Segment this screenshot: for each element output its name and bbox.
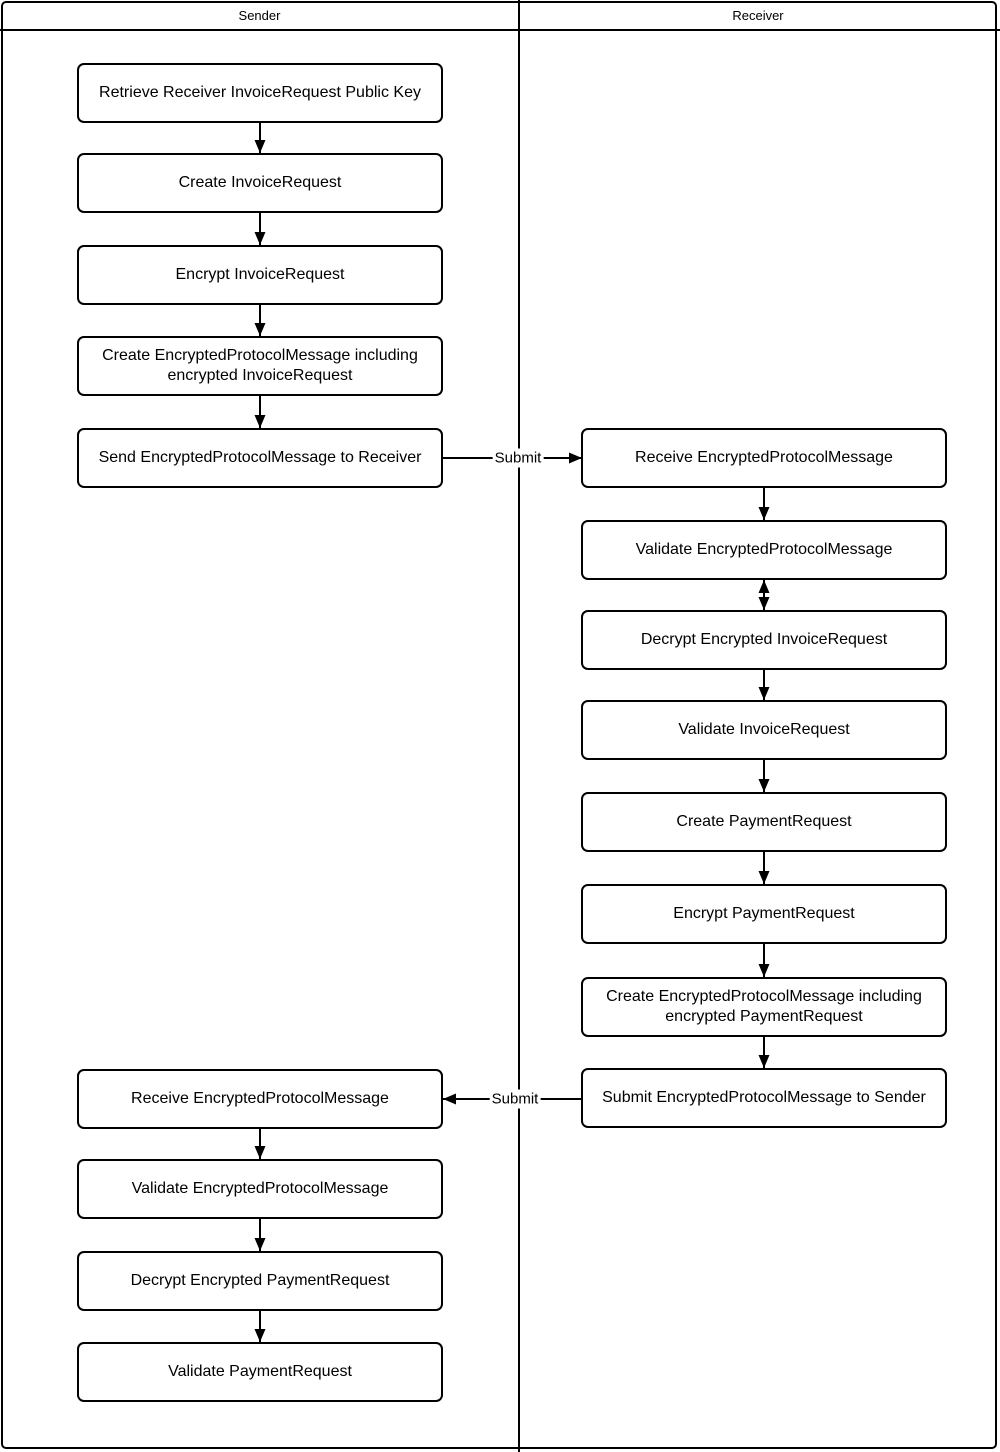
lane-divider (518, 0, 520, 1452)
node-validate-invoicerequest: Validate InvoiceRequest (581, 700, 947, 760)
node-retrieve-receiver-invoicerequest-public-key: Retrieve Receiver InvoiceRequest Public … (77, 63, 443, 123)
lane-header-receiver: Receiver (732, 7, 784, 23)
node-receive-encryptedprotocolmessage-receiver: Receive EncryptedProtocolMessage (581, 428, 947, 488)
node-validate-encryptedprotocolmessage-receiver: Validate EncryptedProtocolMessage (581, 520, 947, 580)
node-receive-encryptedprotocolmessage-sender: Receive EncryptedProtocolMessage (77, 1069, 443, 1129)
node-send-encryptedprotocolmessage-to-receiver: Send EncryptedProtocolMessage to Receive… (77, 428, 443, 488)
node-validate-paymentrequest: Validate PaymentRequest (77, 1342, 443, 1402)
node-validate-encryptedprotocolmessage-sender: Validate EncryptedProtocolMessage (77, 1159, 443, 1219)
node-create-encryptedprotocolmessage-invoicerequest: Create EncryptedProtocolMessage includin… (77, 336, 443, 396)
submit-edge-label-to-sender: Submit (489, 1089, 541, 1109)
lane-header-separator (0, 29, 1000, 31)
node-decrypt-encrypted-paymentrequest: Decrypt Encrypted PaymentRequest (77, 1251, 443, 1311)
node-encrypt-paymentrequest: Encrypt PaymentRequest (581, 884, 947, 944)
submit-edge-label-to-receiver: Submit (492, 448, 544, 468)
node-decrypt-encrypted-invoicerequest: Decrypt Encrypted InvoiceRequest (581, 610, 947, 670)
node-encrypt-invoicerequest: Encrypt InvoiceRequest (77, 245, 443, 305)
node-submit-encryptedprotocolmessage-to-sender: Submit EncryptedProtocolMessage to Sende… (581, 1068, 947, 1128)
node-create-encryptedprotocolmessage-paymentrequest: Create EncryptedProtocolMessage includin… (581, 977, 947, 1037)
node-create-paymentrequest: Create PaymentRequest (581, 792, 947, 852)
lane-header-sender: Sender (238, 7, 281, 23)
node-create-invoicerequest: Create InvoiceRequest (77, 153, 443, 213)
